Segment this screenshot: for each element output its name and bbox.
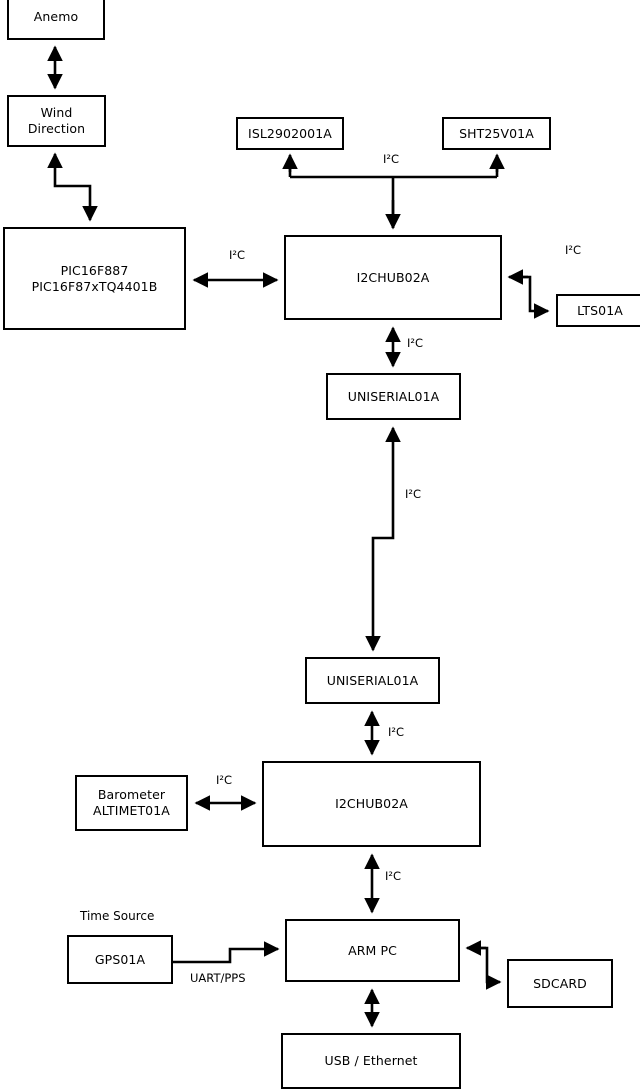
edge-label-i2c-barometer-hub2: I²C xyxy=(216,773,233,787)
node-uniserial01a-bottom[interactable]: UNISERIAL01A xyxy=(305,657,440,704)
edge-wind-pic xyxy=(47,152,98,222)
node-gps01a-label: GPS01A xyxy=(94,951,146,967)
edge-hubtop-lts xyxy=(512,275,550,319)
node-usb-ethernet-label: USB / Ethernet xyxy=(324,1053,418,1069)
node-sht25v01a-label: SHT25V01A xyxy=(459,125,534,141)
node-arm-pc[interactable]: ARM PC xyxy=(285,919,460,982)
edge-label-i2c-hub-uniserial: I²C xyxy=(407,336,424,350)
node-arm-pc-label: ARM PC xyxy=(348,942,397,958)
node-pic-mcu-label: PIC16F887 PIC16F87xTQ4401B xyxy=(31,262,158,294)
node-uniserial01a-bottom-label: UNISERIAL01A xyxy=(326,672,419,688)
edge-label-i2c-hub2-armpc: I²C xyxy=(385,869,402,883)
edge-hubtop-sensors xyxy=(288,157,499,228)
node-barometer-altimet01a[interactable]: Barometer ALTIMET01A xyxy=(75,775,188,831)
node-wind-direction[interactable]: Wind Direction xyxy=(7,95,106,147)
node-isl2902001a[interactable]: ISL2902001A xyxy=(236,117,344,150)
edge-label-i2c-pic-hub: I²C xyxy=(229,248,246,262)
edge-gps-armpc xyxy=(173,941,280,964)
node-i2chub02a-top[interactable]: I2CHUB02A xyxy=(284,235,502,320)
node-sdcard-label: SDCARD xyxy=(533,975,587,991)
node-sht25v01a[interactable]: SHT25V01A xyxy=(442,117,551,150)
edge-label-i2c-uniserial-uniserial: I²C xyxy=(405,487,422,501)
edge-armpc-sdcard xyxy=(470,946,502,990)
node-uniserial01a-top[interactable]: UNISERIAL01A xyxy=(326,373,461,420)
edge-label-i2c-hub-lts: I²C xyxy=(565,243,582,257)
edge-uniserialtop-uniserialbot xyxy=(365,426,401,652)
node-i2chub02a-top-label: I2CHUB02A xyxy=(356,269,430,285)
node-lts01a-label: LTS01A xyxy=(577,302,623,318)
label-time-source: Time Source xyxy=(80,909,155,923)
edge-label-uart-pps: UART/PPS xyxy=(190,971,246,985)
node-anemo[interactable]: Anemo xyxy=(7,0,105,40)
node-i2chub02a-bottom[interactable]: I2CHUB02A xyxy=(262,761,481,847)
edge-label-i2c-uniserial-hub2: I²C xyxy=(388,725,405,739)
node-lts01a[interactable]: LTS01A xyxy=(556,294,640,327)
node-barometer-altimet01a-label: Barometer ALTIMET01A xyxy=(93,787,170,818)
node-usb-ethernet[interactable]: USB / Ethernet xyxy=(281,1033,461,1089)
node-i2chub02a-bottom-label: I2CHUB02A xyxy=(335,796,408,812)
node-wind-direction-label: Wind Direction xyxy=(27,105,86,136)
node-isl2902001a-label: ISL2902001A xyxy=(248,125,332,141)
node-sdcard[interactable]: SDCARD xyxy=(507,959,613,1008)
node-anemo-label: Anemo xyxy=(33,9,79,25)
node-pic-mcu[interactable]: PIC16F887 PIC16F87xTQ4401B xyxy=(3,227,186,330)
node-gps01a[interactable]: GPS01A xyxy=(67,935,173,984)
node-uniserial01a-top-label: UNISERIAL01A xyxy=(347,388,440,404)
edge-label-i2c-top-sensors: I²C xyxy=(383,152,400,166)
